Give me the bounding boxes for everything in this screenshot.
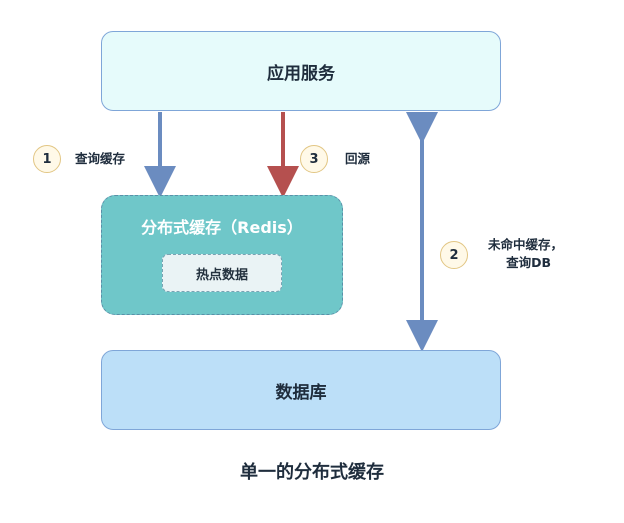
- step-1-badge: 1: [33, 145, 61, 173]
- database-label: 数据库: [275, 382, 327, 403]
- redis-cache-box: 分布式缓存（Redis） 热点数据: [101, 195, 343, 315]
- redis-cache-label: 分布式缓存（Redis）: [141, 218, 303, 237]
- hot-data-label: 热点数据: [195, 267, 248, 283]
- app-service-box: 应用服务: [101, 31, 501, 111]
- hot-data-box: 热点数据: [162, 254, 282, 292]
- database-box: 数据库: [101, 350, 501, 430]
- step-1-label: 查询缓存: [75, 151, 126, 166]
- step-2-label-line1: 未命中缓存，: [488, 237, 564, 252]
- step-2-label: 未命中缓存， 查询DB: [488, 236, 563, 272]
- diagram-caption: 单一的分布式缓存: [240, 462, 384, 483]
- step-3-badge: 3: [300, 145, 328, 173]
- step-2-badge: 2: [440, 241, 468, 269]
- app-service-label: 应用服务: [267, 63, 335, 84]
- step-2-label-line2: 查询DB: [506, 255, 552, 270]
- step-3-label: 回源: [345, 151, 371, 166]
